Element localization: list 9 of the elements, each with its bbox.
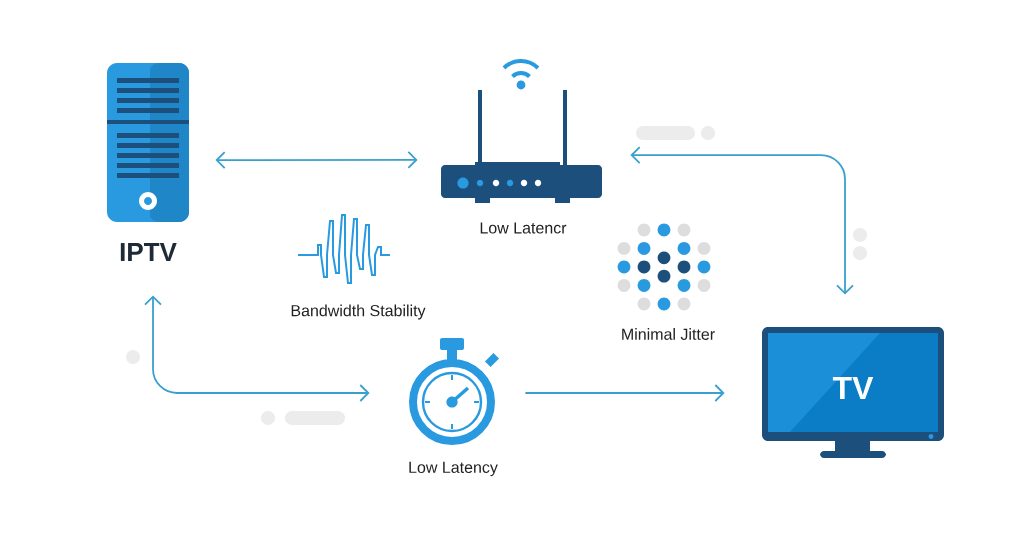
arrow xyxy=(524,384,725,402)
arrow xyxy=(144,295,370,402)
node-label: IPTV xyxy=(120,243,177,261)
node-label: Low Latency xyxy=(409,461,498,477)
node-label: Low Latencr xyxy=(480,222,567,234)
node-label: Bandwidth Stability xyxy=(291,304,426,320)
arrow xyxy=(630,146,854,295)
node-label: Minimal Jitter xyxy=(622,328,715,340)
arrow xyxy=(215,151,418,169)
